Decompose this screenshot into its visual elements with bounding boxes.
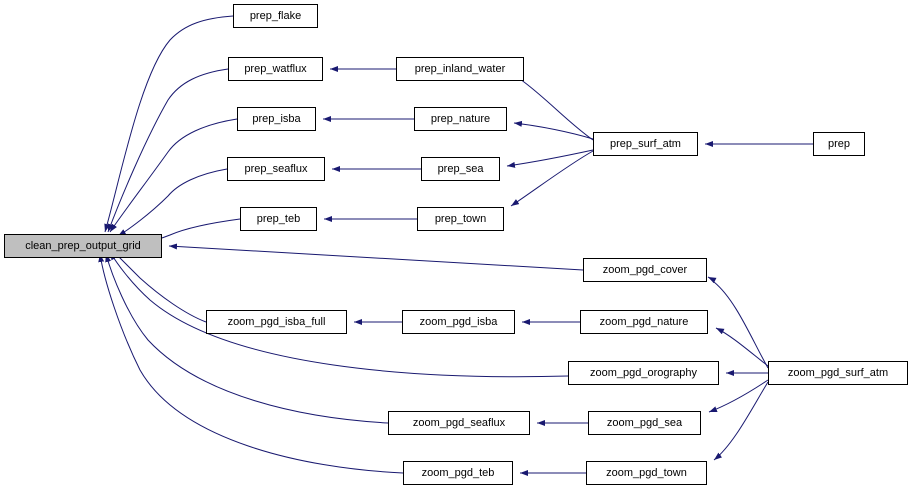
node-prep_town[interactable]: prep_town — [417, 207, 504, 231]
node-prep_seaflux[interactable]: prep_seaflux — [227, 157, 325, 181]
node-prep_nature[interactable]: prep_nature — [414, 107, 507, 131]
node-clean_prep_output_grid[interactable]: clean_prep_output_grid — [4, 234, 162, 258]
edge-zoom_pgd_surf_atm-to-zoom_pgd_cover — [707, 276, 769, 369]
edge-zoom_pgd_surf_atm-to-zoom_pgd_nature — [715, 327, 769, 367]
node-zoom_pgd_seaflux[interactable]: zoom_pgd_seaflux — [388, 411, 530, 435]
edge-prep_surf_atm-to-prep_inland_water — [509, 71, 594, 141]
edge-prep_isba-to-clean_prep_output_grid — [109, 118, 238, 233]
node-zoom_pgd_teb[interactable]: zoom_pgd_teb — [403, 461, 513, 485]
edge-zoom_pgd_surf_atm-to-zoom_pgd_town — [713, 381, 769, 461]
node-zoom_pgd_isba[interactable]: zoom_pgd_isba — [402, 310, 515, 334]
edge-zoom_pgd_teb-to-clean_prep_output_grid — [98, 253, 404, 474]
edge-prep_surf_atm-to-prep_sea — [506, 149, 594, 168]
edge-prep_watflux-to-clean_prep_output_grid — [107, 68, 229, 233]
edge-zoom_pgd_seaflux-to-clean_prep_output_grid — [105, 253, 389, 424]
edge-prep_seaflux-to-clean_prep_output_grid — [117, 168, 228, 237]
edge-zoom_pgd_cover-to-clean_prep_output_grid — [168, 243, 584, 271]
edge-prep_surf_atm-to-prep_nature — [513, 120, 594, 140]
node-zoom_pgd_nature[interactable]: zoom_pgd_nature — [580, 310, 708, 334]
edge-prep_flake-to-clean_prep_output_grid — [104, 15, 234, 233]
node-zoom_pgd_isba_full[interactable]: zoom_pgd_isba_full — [206, 310, 347, 334]
node-prep_sea[interactable]: prep_sea — [421, 157, 500, 181]
node-zoom_pgd_town[interactable]: zoom_pgd_town — [586, 461, 707, 485]
edge-zoom_pgd_isba_full-to-clean_prep_output_grid — [111, 249, 207, 323]
node-prep_surf_atm[interactable]: prep_surf_atm — [593, 132, 698, 156]
node-zoom_pgd_orography[interactable]: zoom_pgd_orography — [568, 361, 719, 385]
node-zoom_pgd_surf_atm[interactable]: zoom_pgd_surf_atm — [768, 361, 908, 385]
node-prep_teb[interactable]: prep_teb — [240, 207, 317, 231]
edge-prep_surf_atm-to-prep_town — [510, 150, 594, 207]
node-zoom_pgd_cover[interactable]: zoom_pgd_cover — [583, 258, 707, 282]
edge-paths — [98, 15, 813, 476]
node-prep_flake[interactable]: prep_flake — [233, 4, 318, 28]
node-prep_inland_water[interactable]: prep_inland_water — [396, 57, 524, 81]
node-prep_isba[interactable]: prep_isba — [237, 107, 316, 131]
node-prep_watflux[interactable]: prep_watflux — [228, 57, 323, 81]
node-zoom_pgd_sea[interactable]: zoom_pgd_sea — [588, 411, 701, 435]
node-prep[interactable]: prep — [813, 132, 865, 156]
